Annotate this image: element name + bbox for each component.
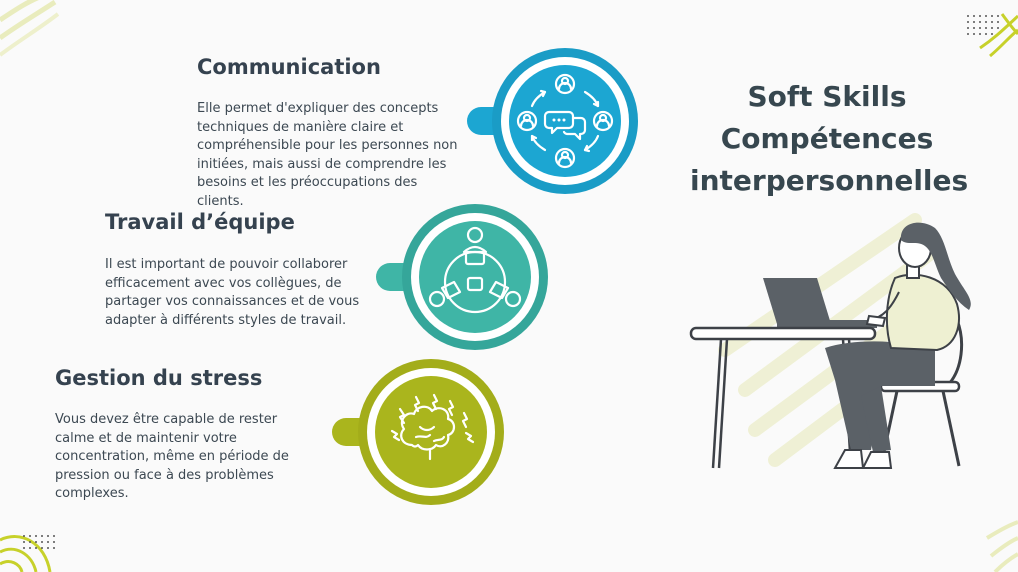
communication-heading: Communication bbox=[197, 55, 381, 79]
woman-at-laptop-illustration bbox=[689, 213, 971, 469]
stressed-brain-icon bbox=[332, 359, 504, 505]
communication-description: Elle permet d'expliquer des concepts tec… bbox=[197, 101, 458, 209]
teamwork-description: Il est important de pouvoir collaborer e… bbox=[105, 257, 360, 328]
teamwork-icon bbox=[376, 204, 548, 350]
communication-network-icon bbox=[467, 48, 638, 194]
main-title: Soft Skills Compétences interpersonnelle… bbox=[690, 76, 969, 202]
bottom-right-squiggle-decoration bbox=[985, 520, 1018, 572]
bottom-left-spiral-decoration bbox=[0, 535, 55, 572]
main-title-line-1: Soft Skills bbox=[747, 80, 907, 113]
main-title-line-2: Compétences bbox=[720, 122, 934, 155]
top-right-dots-decoration bbox=[967, 13, 1018, 58]
stress-description: Vous devez être capable de rester calme … bbox=[55, 412, 289, 502]
top-left-squiggle-decoration bbox=[0, 0, 60, 57]
teamwork-heading: Travail d’équipe bbox=[105, 210, 295, 234]
stress-heading: Gestion du stress bbox=[55, 366, 263, 390]
main-title-line-3: interpersonnelles bbox=[690, 164, 969, 197]
